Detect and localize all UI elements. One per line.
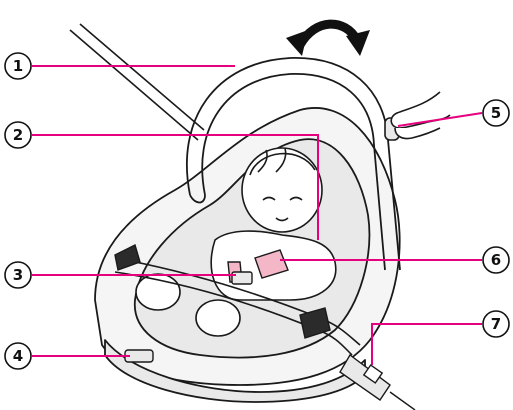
harness-buckle (232, 272, 252, 284)
callout-number-harness-adjuster: 4 (13, 347, 23, 365)
callout-number-harness-buckle: 3 (13, 266, 23, 284)
rotate-arrow-icon (286, 24, 370, 56)
callout-number-vehicle-belt-buckle: 7 (491, 315, 501, 333)
callout-number-carry-handle: 1 (13, 57, 23, 75)
baby-head (242, 148, 322, 232)
callout-number-handle-release-button: 5 (491, 104, 501, 122)
vehicle-shoulder-belt (70, 24, 204, 140)
callout-number-shoulder-pad: 6 (491, 251, 501, 269)
callout-number-shoulder-harness: 2 (13, 126, 23, 144)
hand (391, 92, 450, 139)
leader-line-vehicle-belt-buckle (372, 324, 482, 365)
